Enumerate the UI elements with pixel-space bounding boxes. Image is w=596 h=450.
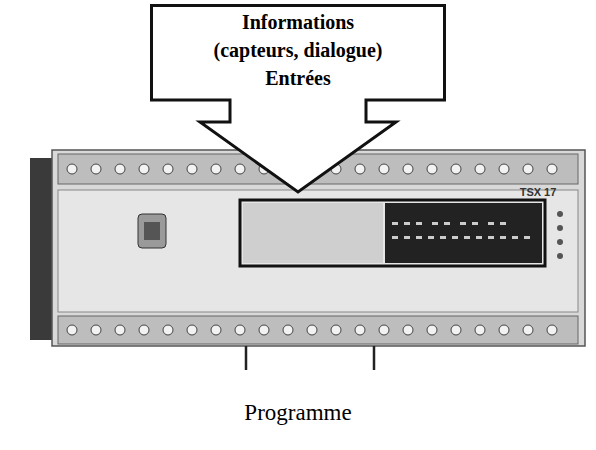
plc-body bbox=[52, 150, 585, 346]
program-line bbox=[373, 346, 376, 370]
terminal-screws bbox=[67, 325, 557, 335]
terminal-strip bbox=[58, 316, 578, 344]
serial-connector bbox=[138, 214, 166, 248]
model-name: TSX 17 bbox=[508, 186, 568, 198]
side-leds bbox=[557, 211, 563, 259]
connector-pins bbox=[144, 222, 160, 240]
display-left bbox=[243, 203, 383, 263]
output-caption: Programme bbox=[0, 400, 596, 426]
callout-path bbox=[152, 6, 445, 193]
display-window bbox=[240, 200, 545, 266]
status-leds bbox=[392, 222, 530, 239]
front-panel bbox=[58, 190, 578, 312]
callout-arrow: Informations (capteurs, dialogue) Entrée… bbox=[150, 4, 446, 196]
status-led-panel bbox=[385, 203, 542, 263]
program-line bbox=[245, 346, 248, 370]
callout-text: Informations (capteurs, dialogue) Entrée… bbox=[206, 4, 391, 92]
